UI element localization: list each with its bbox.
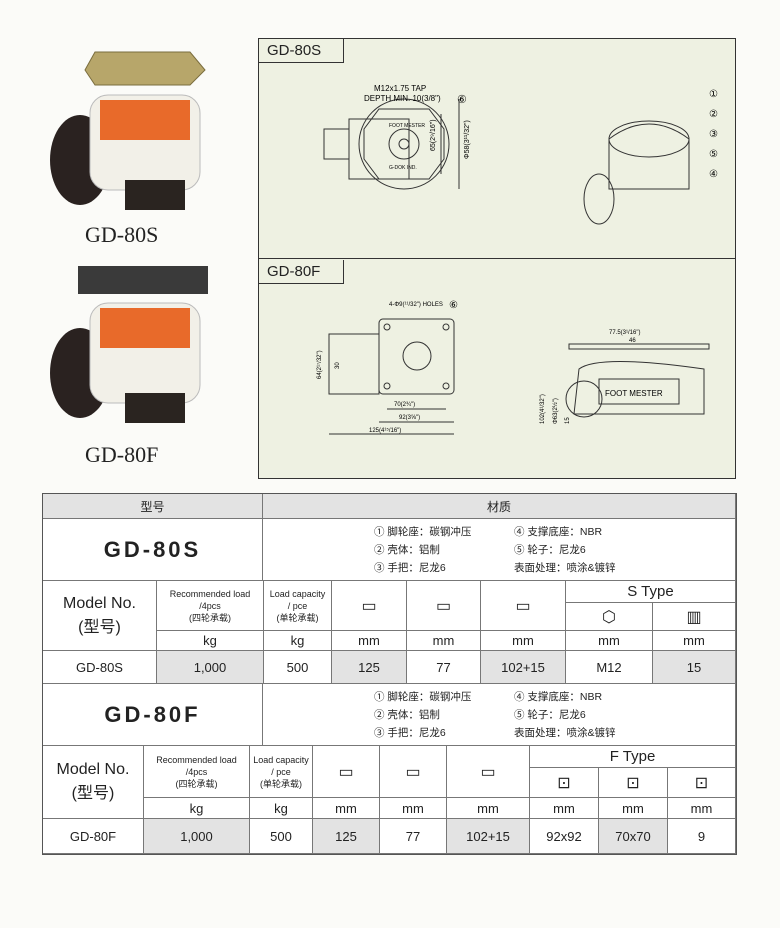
cell: 500 — [250, 819, 313, 854]
col-rec: Recommended load/4pcs(四轮承载) — [144, 746, 250, 798]
cell: 125 — [332, 651, 407, 684]
unit: mm — [668, 798, 736, 819]
part-5: ⑤ — [709, 149, 718, 160]
holes-label: 4-Φ9(¹¹/32") HOLES — [389, 302, 443, 308]
hole-diameter-icon: ⊡ — [668, 768, 736, 798]
cell: 77 — [407, 651, 481, 684]
unit: kg — [264, 631, 332, 651]
dim-92: 92(3⅝") — [399, 415, 420, 421]
callout-6f: ⑥ — [449, 300, 458, 311]
height-icon: ▭ — [481, 581, 566, 631]
gd-80s-photo — [50, 51, 206, 210]
product-name: GD-80S — [103, 536, 202, 562]
dim-125: 125(4¹⁵/16") — [369, 427, 401, 434]
unit: mm — [332, 631, 407, 651]
brand2-label: G-DOK IND. — [389, 165, 417, 171]
plate-size-icon: ⊡ — [530, 768, 599, 798]
type-label: S Type — [566, 581, 736, 603]
hole-spacing-icon: ⊡ — [599, 768, 668, 798]
cell: 1,000 — [144, 819, 250, 854]
cell: 1,000 — [157, 651, 264, 684]
header-material: 材质 — [263, 494, 736, 519]
tap-label: M12x1.75 TAP — [374, 84, 426, 93]
cell: 500 — [264, 651, 332, 684]
gd-80f-drawing-tab: GD-80F — [259, 260, 344, 284]
cell: 102+15 — [447, 819, 530, 854]
unit: mm — [653, 631, 736, 651]
gd-80s-caption: GD-80S — [85, 222, 159, 247]
brand-label-f: FOOT MESTER — [605, 389, 663, 398]
cell: GD-80S — [43, 651, 157, 684]
gd-80f-caption: GD-80F — [85, 442, 159, 467]
unit: mm — [481, 631, 566, 651]
cell: M12 — [566, 651, 653, 684]
dim-63: Φ63(2½") — [552, 398, 559, 424]
unit: kg — [157, 631, 264, 651]
unit: mm — [380, 798, 447, 819]
drawings-panel: GD-80S M12x1.75 TAP DEPTH MIN. 10(3/8") … — [258, 38, 736, 479]
unit: mm — [599, 798, 668, 819]
product-name: GD-80F — [104, 701, 201, 727]
cell: 125 — [313, 819, 380, 854]
dim-30: 30 — [335, 362, 341, 369]
part-2: ② — [709, 109, 718, 120]
depth-label: DEPTH MIN. 10(3/8") — [364, 94, 441, 103]
width-icon: ▭ — [407, 581, 481, 631]
dim-77-5: 77.5(3¹/16") — [609, 330, 640, 336]
dim-58: Φ58(3¹¹/32") — [464, 120, 471, 159]
stem-icon: ▥ — [653, 603, 736, 631]
unit: kg — [250, 798, 313, 819]
unit: kg — [144, 798, 250, 819]
cell: 102+15 — [481, 651, 566, 684]
dim-65: 65(2⁹/16") — [430, 119, 437, 151]
dim-46: 46 — [629, 338, 636, 344]
type-label: F Type — [530, 746, 736, 768]
col-cap: Load capacity/ pce(单轮承载) — [264, 581, 332, 631]
part-3: ③ — [709, 129, 718, 140]
gd-80s-drawing-tab: GD-80S — [259, 39, 344, 63]
col-rec: Recommended load/4pcs(四轮承载) — [157, 581, 264, 631]
panel-divider — [259, 258, 735, 259]
brand-label: FOOT MESTER — [389, 123, 425, 129]
unit: mm — [447, 798, 530, 819]
cell: GD-80F — [43, 819, 144, 854]
unit: mm — [407, 631, 481, 651]
part-1: ① — [709, 89, 718, 100]
gd-80s-drawing: M12x1.75 TAP DEPTH MIN. 10(3/8") ⑥ FOOT … — [323, 84, 718, 225]
unit: mm — [530, 798, 599, 819]
cell: 15 — [653, 651, 736, 684]
height-icon: ▭ — [447, 746, 530, 798]
dim-70: 70(2¾") — [394, 402, 415, 408]
length-icon: ▭ — [332, 581, 407, 631]
gd-80f-photo — [50, 266, 208, 423]
dim-64: 64(2¹⁷/32") — [316, 350, 323, 379]
header-model: 型号 — [43, 494, 263, 519]
width-icon: ▭ — [380, 746, 447, 798]
callout-6: ⑥ — [457, 94, 467, 106]
gd-80f-drawing: 4-Φ9(¹¹/32") HOLES ⑥ 70(2¾") 92(3⅝") 125… — [316, 300, 710, 435]
col-cap: Load capacity/ pce(单轮承载) — [250, 746, 313, 798]
col-model: Model No.(型号) — [43, 746, 144, 819]
cell: 70x70 — [599, 819, 668, 854]
col-model: Model No.(型号) — [43, 581, 157, 651]
unit: mm — [566, 631, 653, 651]
length-icon: ▭ — [313, 746, 380, 798]
cell: 77 — [380, 819, 447, 854]
cell: 9 — [668, 819, 736, 854]
part-4: ④ — [709, 169, 718, 180]
dim-15: 15 — [565, 417, 571, 424]
thread-icon: ⬡ — [566, 603, 653, 631]
cell: 92x92 — [530, 819, 599, 854]
dim-102: 102(4¹/32") — [540, 394, 546, 424]
unit: mm — [313, 798, 380, 819]
